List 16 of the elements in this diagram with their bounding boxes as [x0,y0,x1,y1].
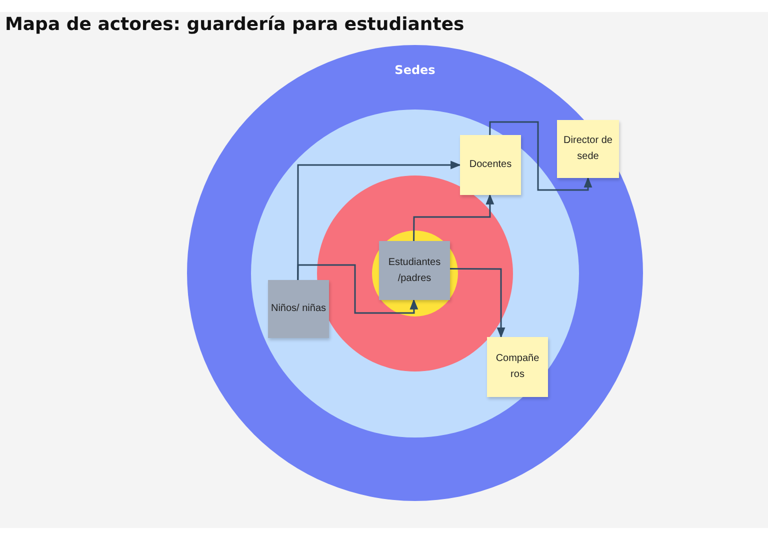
ring-label: Sedes [394,63,436,77]
note-text: Compañe ros [494,352,540,382]
arrow [297,264,418,314]
sticky-note [487,337,548,397]
ring-band [187,45,643,501]
note-text: Director de sede [562,134,614,164]
sticky-note [268,280,329,338]
diagram-title: Mapa de actores: guardería para estudiantes [5,14,464,35]
arrow [489,121,592,191]
sticky-note [379,241,450,300]
arrow [413,194,494,241]
note-text: Estudiantes /padres [387,256,442,286]
arrow [450,268,506,338]
note-text: Docentes [469,158,512,172]
sticky-note [460,135,521,195]
note-text: Niños/ niñas [270,302,326,316]
